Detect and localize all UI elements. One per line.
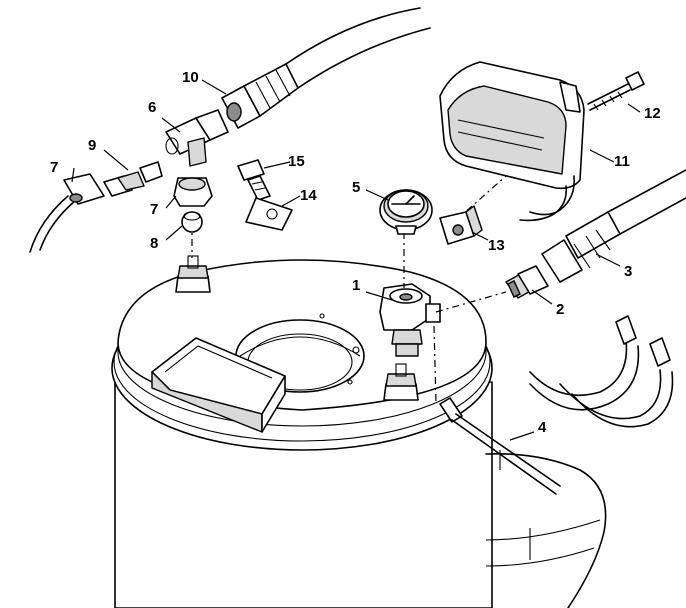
retaining-clip [245, 197, 293, 231]
callout-15: 15 [288, 153, 305, 170]
ferrule-connector [103, 161, 163, 197]
callout-2: 2 [556, 301, 564, 318]
capillary-sensor [439, 397, 561, 495]
long-screw [587, 71, 645, 111]
callout-7-bottom: 7 [150, 201, 158, 218]
cable-left [29, 195, 77, 253]
callout-14: 14 [300, 187, 317, 204]
callout-7-top: 7 [50, 159, 58, 176]
callout-13: 13 [488, 237, 505, 254]
thermostat-pocket-fitting [379, 283, 441, 357]
tank-fitting-right [383, 363, 419, 401]
return-pipes [529, 315, 674, 428]
compression-nut-left [63, 173, 105, 205]
callout-12: 12 [644, 105, 661, 122]
leader-lines [71, 79, 641, 441]
pressure-gauge [379, 189, 433, 235]
callout-11: 11 [614, 153, 630, 170]
thermostat-housing [439, 61, 585, 222]
callout-10: 10 [182, 69, 199, 86]
cable-clamp [439, 205, 483, 245]
tank-junction-box [151, 337, 286, 433]
olive-ring [181, 211, 203, 233]
callout-labels: 1 2 3 4 5 6 7 7 8 9 10 11 12 13 14 15 [50, 69, 661, 436]
hex-nut [173, 177, 213, 207]
sleeve-outline [485, 450, 607, 608]
tee-fitting [165, 109, 229, 167]
callout-8: 8 [150, 235, 158, 252]
callout-9: 9 [88, 137, 96, 154]
adapter-fitting [505, 265, 549, 299]
hose-right [541, 169, 686, 283]
callout-5: 5 [352, 179, 360, 196]
callout-3: 3 [624, 263, 632, 280]
hose-top [221, 7, 431, 129]
tank-fitting-left [175, 255, 211, 293]
callout-6: 6 [148, 99, 156, 116]
callout-1: 1 [352, 277, 360, 294]
bolt [237, 159, 271, 201]
callout-4: 4 [538, 419, 547, 436]
